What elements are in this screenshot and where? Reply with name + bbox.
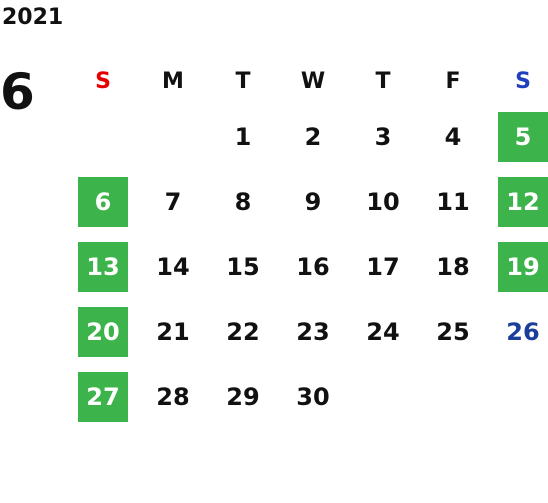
- day-cell: 15: [208, 234, 278, 299]
- calendar-grid: S M T W T F S 1 2 3 4 5 6 7 8 9 10 11 12…: [68, 60, 548, 429]
- day-cell: 3: [348, 104, 418, 169]
- weekday-sunday: S: [95, 69, 111, 94]
- day-number: 4: [444, 122, 462, 151]
- day-number: 13: [78, 241, 128, 292]
- day-cell: 27: [68, 364, 138, 429]
- day-number: 6: [78, 176, 128, 227]
- weekday-thursday: T: [375, 69, 391, 94]
- day-cell: 30: [278, 364, 348, 429]
- day-cell: 5: [488, 104, 548, 169]
- day-cell: [138, 104, 208, 169]
- day-cell: 8: [208, 169, 278, 234]
- day-number: 24: [366, 317, 400, 346]
- day-number: 21: [156, 317, 190, 346]
- weekday-tuesday: T: [235, 69, 251, 94]
- day-cell: 26: [488, 299, 548, 364]
- week-row-2: 6 7 8 9 10 11 12: [68, 169, 548, 234]
- year-label: 2021: [2, 5, 64, 30]
- weekday-header-row: S M T W T F S: [68, 60, 548, 104]
- day-number: 28: [156, 382, 190, 411]
- day-cell: 2: [278, 104, 348, 169]
- day-cell: 17: [348, 234, 418, 299]
- day-cell: 7: [138, 169, 208, 234]
- day-number: 25: [436, 317, 470, 346]
- day-number: 19: [498, 241, 548, 292]
- day-number: 15: [226, 252, 260, 281]
- day-cell: 19: [488, 234, 548, 299]
- weekday-wednesday: W: [300, 69, 326, 94]
- day-cell: 10: [348, 169, 418, 234]
- day-number: 14: [156, 252, 190, 281]
- week-row-4: 20 21 22 23 24 25 26: [68, 299, 548, 364]
- day-cell: 18: [418, 234, 488, 299]
- day-cell: 9: [278, 169, 348, 234]
- day-cell: 13: [68, 234, 138, 299]
- day-number: 10: [366, 187, 400, 216]
- day-cell: 16: [278, 234, 348, 299]
- day-cell: [418, 364, 488, 429]
- day-number: 3: [374, 122, 392, 151]
- day-number: 2: [304, 122, 322, 151]
- day-number: 9: [304, 187, 322, 216]
- day-cell: [68, 104, 138, 169]
- day-cell: 6: [68, 169, 138, 234]
- day-cell: 1: [208, 104, 278, 169]
- day-cell: 22: [208, 299, 278, 364]
- day-number: 20: [78, 306, 128, 357]
- day-cell: 20: [68, 299, 138, 364]
- day-number: 1: [234, 122, 252, 151]
- weekday-friday: F: [445, 69, 461, 94]
- weekday-saturday: S: [515, 69, 531, 94]
- day-number: 5: [498, 111, 548, 162]
- day-cell: 4: [418, 104, 488, 169]
- week-row-1: 1 2 3 4 5: [68, 104, 548, 169]
- day-cell: 11: [418, 169, 488, 234]
- day-cell: 29: [208, 364, 278, 429]
- day-cell: 21: [138, 299, 208, 364]
- week-row-3: 13 14 15 16 17 18 19: [68, 234, 548, 299]
- day-number: 12: [498, 176, 548, 227]
- day-cell: [348, 364, 418, 429]
- week-row-5: 27 28 29 30: [68, 364, 548, 429]
- day-number: 16: [296, 252, 330, 281]
- day-number: 8: [234, 187, 252, 216]
- day-cell: 23: [278, 299, 348, 364]
- month-number: 6: [0, 63, 35, 121]
- day-number: 30: [296, 382, 330, 411]
- day-number: 23: [296, 317, 330, 346]
- day-number: 18: [436, 252, 470, 281]
- day-number: 7: [164, 187, 182, 216]
- day-number: 29: [226, 382, 260, 411]
- day-cell: 12: [488, 169, 548, 234]
- weekday-monday: M: [162, 69, 184, 94]
- day-number: 11: [436, 187, 470, 216]
- day-cell: 14: [138, 234, 208, 299]
- day-number: 26: [506, 317, 540, 346]
- day-cell: 28: [138, 364, 208, 429]
- day-cell: 24: [348, 299, 418, 364]
- day-number: 17: [366, 252, 400, 281]
- day-cell: 25: [418, 299, 488, 364]
- day-cell: [488, 364, 548, 429]
- day-number: 22: [226, 317, 260, 346]
- day-number: 27: [78, 371, 128, 422]
